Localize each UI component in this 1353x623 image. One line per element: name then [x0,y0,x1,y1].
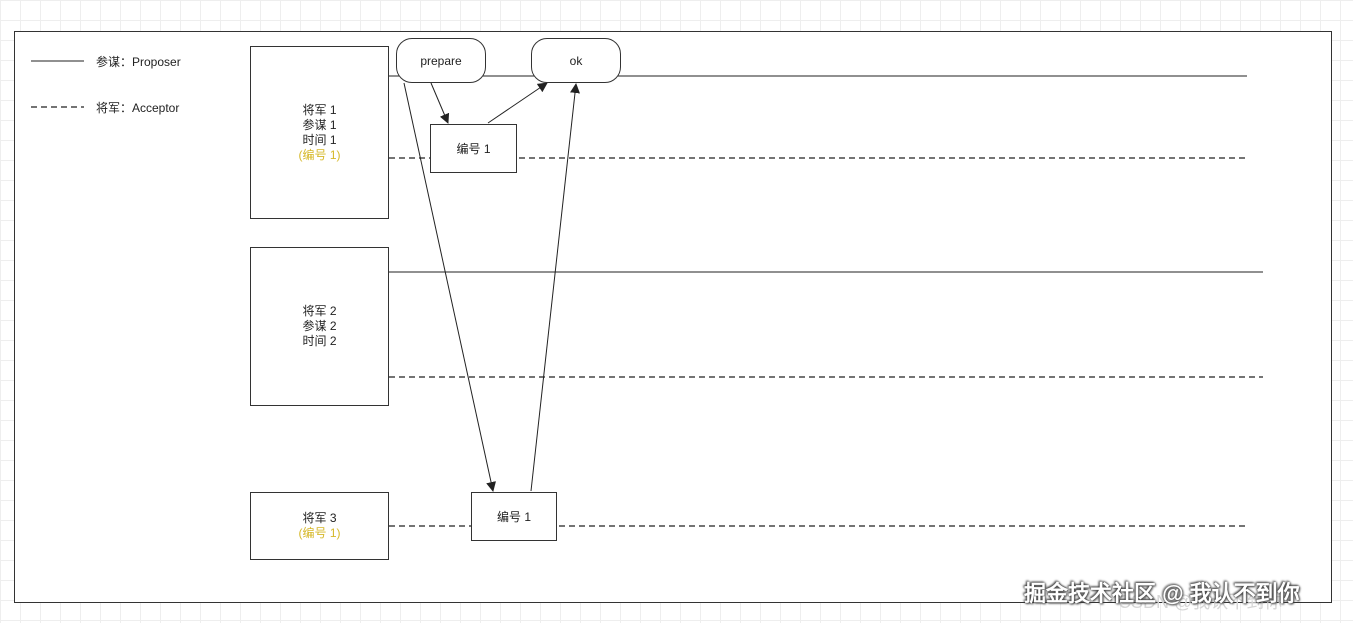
general-1-number-tag: (编号 1) [298,147,341,162]
number-box-general-3: 编号 1 [471,492,557,541]
general-1-time: 时间 1 [302,132,337,147]
general-2-name: 将军 2 [302,304,337,318]
arrow-prepare-to-number3 [403,82,496,492]
prepare-message: prepare [396,38,486,83]
general-3-name: 将军 3 [302,511,337,525]
juejin-watermark: 掘金技术社区 @ 我认不到你 [1024,581,1300,606]
general-2-advisor: 参谋 2 [302,319,337,333]
general-1-advisor: 参谋 1 [302,117,337,132]
arrow-number1-to-ok [487,82,548,124]
diagram-frame [14,31,1332,603]
arrow-prepare-to-number1 [430,82,450,124]
number-box-general-1: 编号 1 [430,124,517,173]
general-3-number-tag: (编号 1) [298,526,341,540]
legend-proposer-label: 参谋：Proposer [96,55,181,69]
arrow-number3-to-ok [530,83,580,492]
general-1-name: 将军 1 [302,102,337,117]
general-3-box: 将军 3 (编号 1) [250,492,389,560]
general-2-time: 时间 2 [302,334,337,348]
legend-acceptor-label: 将军：Acceptor [96,101,180,115]
general-2-box: 将军 2 参谋 2 时间 2 [250,247,389,406]
general-1-box: 将军 1 参谋 1 时间 1 (编号 1) [250,46,389,219]
csdn-watermark: CSDN @我认不到你 [1118,592,1283,612]
ok-message: ok [531,38,621,83]
